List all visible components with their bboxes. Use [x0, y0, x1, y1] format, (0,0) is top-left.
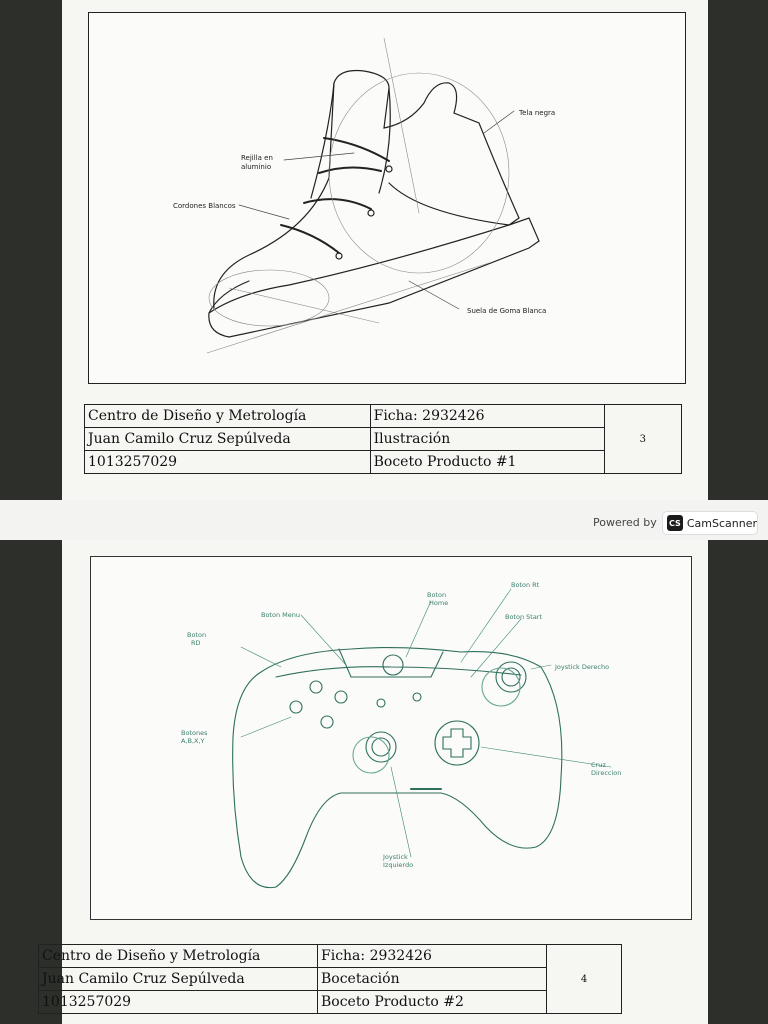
powered-by-text: Powered by — [593, 516, 657, 529]
callout-boton-rd-2: RD — [191, 639, 201, 647]
callout-boton-home-2: Home — [429, 599, 448, 607]
type-cell-2: Bocetación — [317, 967, 547, 991]
callout-boton-start: Boton Start — [505, 613, 542, 621]
id-cell: 1013257029 — [84, 450, 371, 474]
callout-cordones: Cordones Blancos — [173, 202, 236, 210]
callout-cruz-2: Direccion — [591, 769, 621, 777]
callout-joystick-izq-1: Joystick — [382, 853, 408, 861]
page-number: 3 — [603, 404, 683, 474]
camscanner-badge: CS CamScanner — [662, 511, 758, 535]
callout-joystick-der: Joystick Derecho — [554, 663, 609, 671]
name-cell: Boceto Producto #1 — [369, 450, 605, 474]
controller-sketch: Boton Menu Boton Home Boton Rt Boton Sta… — [181, 581, 621, 889]
title-block-2: Centro de Diseño y Metrología Ficha: 293… — [38, 944, 622, 1014]
org-cell: Centro de Diseño y Metrología — [84, 404, 371, 428]
callout-tela: Tela negra — [518, 109, 555, 117]
title-block-1: Centro de Diseño y Metrología Ficha: 293… — [84, 404, 683, 474]
sheet-2: Boton Menu Boton Home Boton Rt Boton Sta… — [62, 540, 708, 1024]
callout-boton-menu: Boton Menu — [261, 611, 300, 619]
page-number-2: 4 — [546, 944, 622, 1014]
callout-boton-rd-1: Boton — [187, 631, 206, 639]
callout-rejilla-2: aluminio — [241, 163, 271, 171]
callout-botones-2: A,B,X,Y — [181, 737, 205, 745]
camscanner-label: CamScanner — [686, 516, 757, 530]
author-cell: Juan Camilo Cruz Sepúlveda — [84, 427, 371, 451]
callout-rejilla-1: Rejilla en — [241, 154, 273, 162]
callout-botones-1: Botones — [181, 729, 208, 737]
drawing-frame-2: Boton Menu Boton Home Boton Rt Boton Sta… — [90, 556, 692, 920]
shoe-sketch: Tela negra Rejilla en aluminio Cordones … — [173, 37, 555, 354]
ficha-cell-2: Ficha: 2932426 — [317, 944, 547, 968]
callout-joystick-izq-2: Izquierdo — [383, 861, 413, 869]
id-cell-2: 1013257029 — [38, 990, 318, 1014]
type-cell: Ilustración — [369, 427, 605, 451]
callout-cruz-1: Cruz — [591, 761, 606, 769]
callout-boton-home-1: Boton — [427, 591, 446, 599]
ficha-cell: Ficha: 2932426 — [369, 404, 605, 428]
drawing-frame-1: Tela negra Rejilla en aluminio Cordones … — [88, 12, 686, 384]
callout-boton-rt: Boton Rt — [511, 581, 540, 589]
page-gap — [0, 500, 768, 540]
camscanner-icon: CS — [667, 515, 683, 531]
org-cell-2: Centro de Diseño y Metrología — [38, 944, 318, 968]
name-cell-2: Boceto Producto #2 — [317, 990, 547, 1014]
author-cell-2: Juan Camilo Cruz Sepúlveda — [38, 967, 318, 991]
callout-suela: Suela de Goma Blanca — [467, 307, 546, 315]
sheet-1: Tela negra Rejilla en aluminio Cordones … — [62, 0, 708, 500]
